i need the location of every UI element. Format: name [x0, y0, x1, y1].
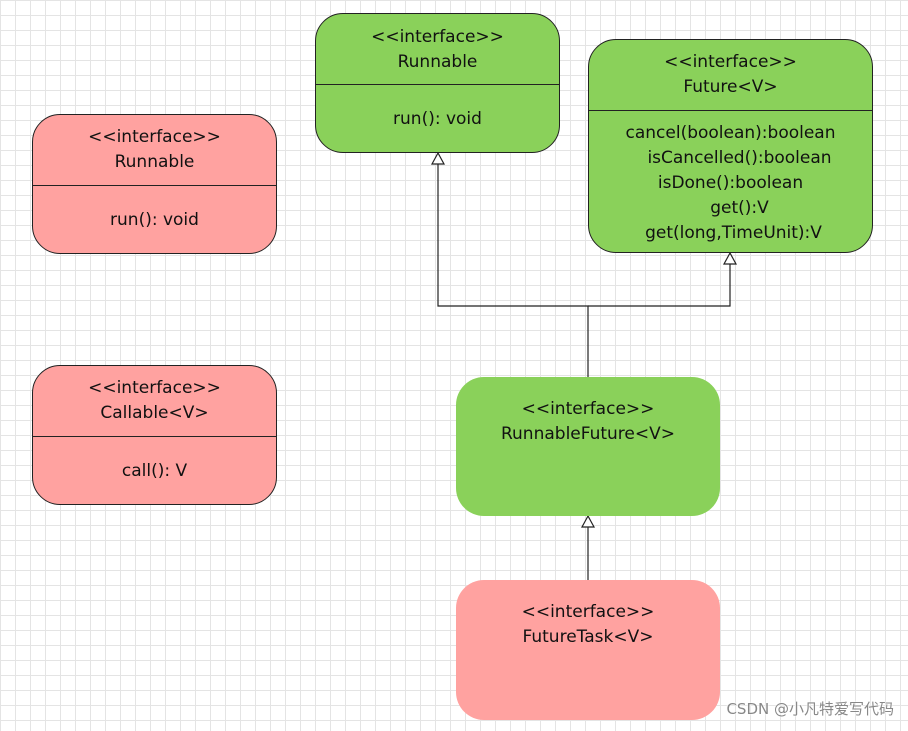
arrowhead-runnablefuture: [580, 514, 596, 528]
method-item: cancel(boolean):boolean: [625, 123, 836, 143]
method-list: cancel(boolean):boolean isCancelled():bo…: [589, 111, 872, 252]
stereotype-label: <<interface>>: [88, 127, 221, 147]
link-runnablefuture-to-future: [588, 264, 731, 307]
method-list: run(): void: [33, 186, 276, 253]
divider: [33, 185, 276, 186]
divider: [589, 110, 872, 111]
method-item: call(): V: [121, 461, 188, 481]
arrowhead-runnable: [430, 151, 446, 165]
box-header: <<interface>> Runnable: [316, 14, 559, 84]
stereotype-label: <<interface>>: [521, 602, 655, 622]
method-list: call(): V: [33, 437, 276, 504]
box-header: <<interface>> Future<V>: [589, 40, 872, 110]
arrowhead-future: [722, 251, 738, 265]
interface-name: RunnableFuture<V>: [500, 424, 676, 444]
box-header: <<interface>> Callable<V>: [33, 366, 276, 436]
callable-interface-box: <<interface>> Callable<V> call(): V: [32, 365, 277, 505]
interface-name: FutureTask<V>: [522, 627, 654, 647]
link-runnablefuture-to-runnable: [437, 164, 589, 377]
stereotype-label: <<interface>>: [88, 378, 221, 398]
method-list: run(): void: [316, 85, 559, 152]
runnable-interface-box-top: <<interface>> Runnable run(): void: [315, 13, 560, 153]
interface-name: Runnable: [397, 52, 478, 72]
interface-name: Runnable: [114, 152, 195, 172]
divider: [316, 84, 559, 85]
futuretask-interface-box: <<interface>> FutureTask<V>: [456, 580, 720, 720]
method-item: isDone():boolean: [657, 173, 804, 193]
box-header: <<interface>> Runnable: [33, 115, 276, 185]
method-item: isCancelled():boolean: [647, 148, 832, 168]
runnable-interface-box-left: <<interface>> Runnable run(): void: [32, 114, 277, 254]
watermark: CSDN @小凡特爱写代码: [726, 700, 894, 718]
box-header: <<interface>> FutureTask<V>: [456, 580, 720, 650]
future-interface-box: <<interface>> Future<V> cancel(boolean):…: [588, 39, 873, 253]
box-header: <<interface>> RunnableFuture<V>: [456, 377, 720, 447]
method-item: run(): void: [393, 109, 482, 129]
stereotype-label: <<interface>>: [521, 399, 655, 419]
runnablefuture-interface-box: <<interface>> RunnableFuture<V>: [456, 377, 720, 516]
interface-name: Callable<V>: [100, 403, 209, 423]
method-item: get():V: [710, 198, 769, 218]
divider: [33, 436, 276, 437]
interface-name: Future<V>: [683, 77, 778, 97]
method-item: run(): void: [110, 210, 199, 230]
stereotype-label: <<interface>>: [371, 27, 504, 47]
method-item: get(long,TimeUnit):V: [645, 223, 822, 243]
stereotype-label: <<interface>>: [664, 52, 797, 72]
